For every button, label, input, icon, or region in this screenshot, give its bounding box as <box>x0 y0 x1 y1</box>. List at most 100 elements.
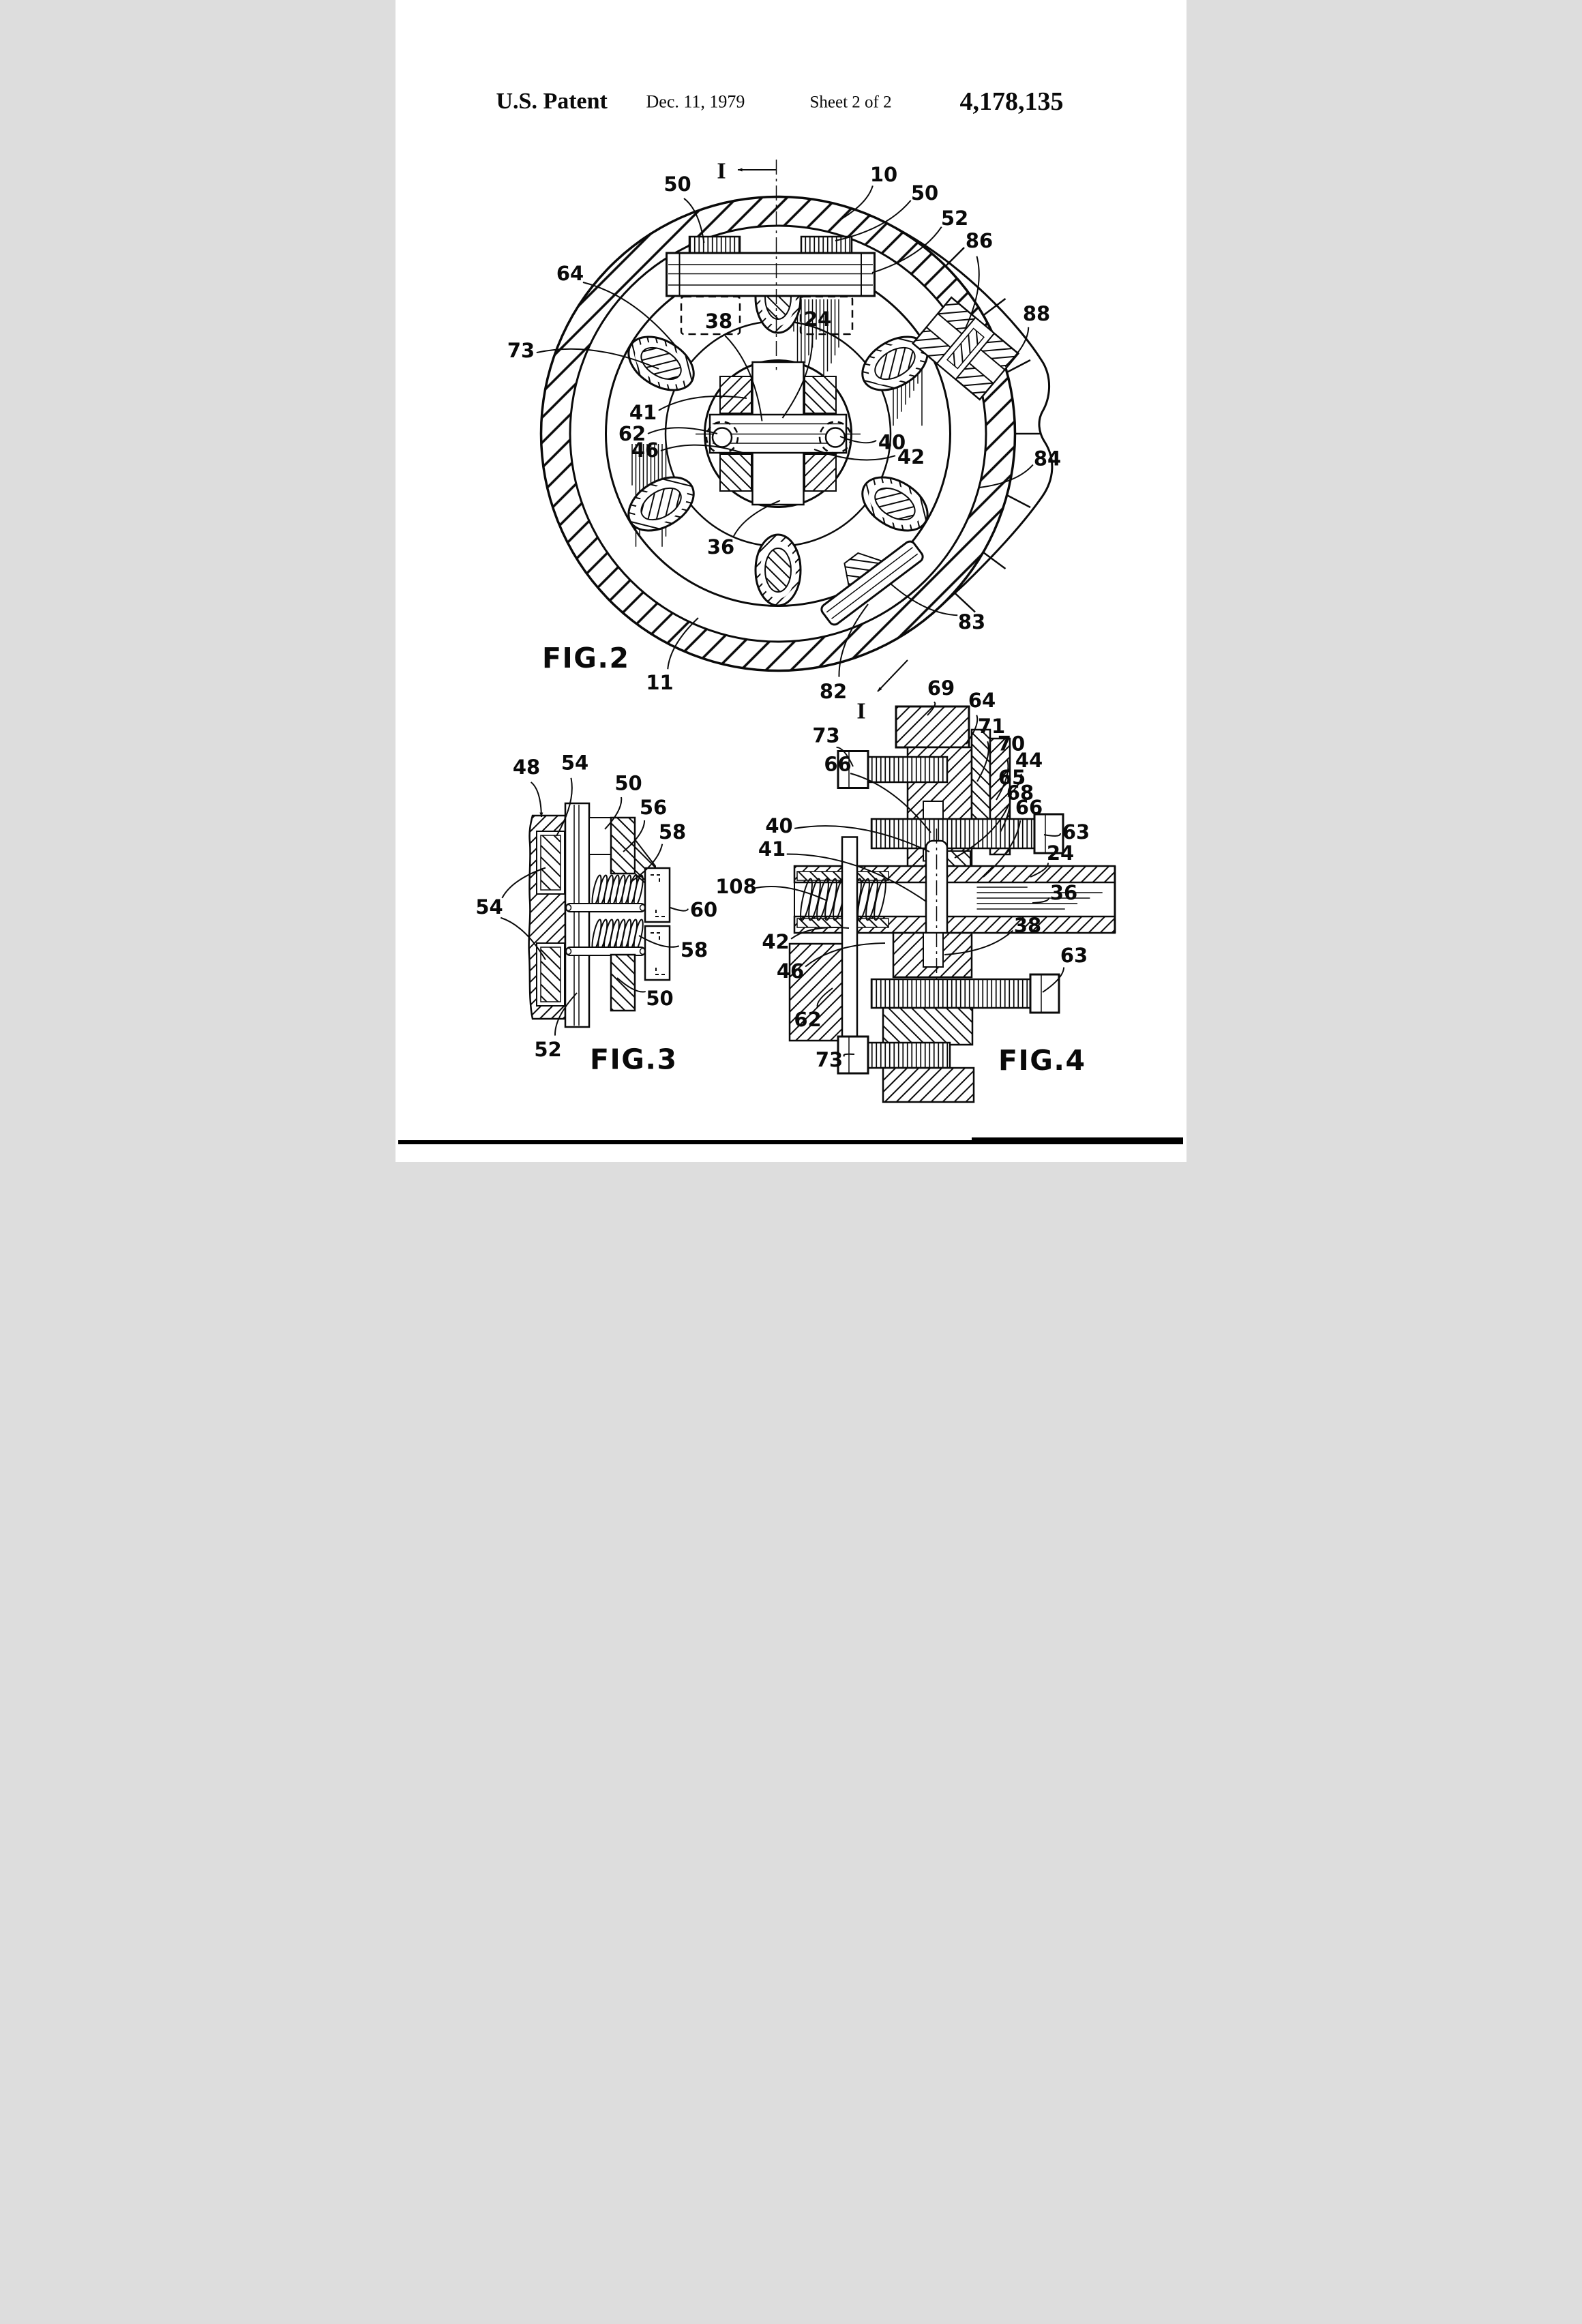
ref-numeral: 41 <box>629 401 657 424</box>
bolt-50-right <box>800 235 853 256</box>
ref-numeral: 46 <box>631 438 659 462</box>
fig4-caption: FIG.4 <box>998 1044 1086 1077</box>
bolt-73-bottom-shank <box>867 1041 951 1069</box>
shaft-speed-lines <box>976 887 1103 910</box>
leader-line <box>1007 773 1022 797</box>
sheet-number: Sheet 2 of 2 <box>810 93 892 112</box>
patent-drawing-canvas: U.S. Patent Dec. 11, 1979 Sheet 2 of 2 4… <box>395 0 1186 1162</box>
section-label: I <box>856 699 865 724</box>
ref-numeral: 58 <box>681 938 708 962</box>
ref-numeral: 66 <box>1015 796 1043 819</box>
leader-line <box>751 885 826 901</box>
leader-line <box>890 583 958 616</box>
pad-54-lower-core <box>540 947 561 1002</box>
ref-numeral: 63 <box>1060 944 1088 967</box>
leader-line <box>843 1053 855 1057</box>
patent-sheet-page: U.S. Patent Dec. 11, 1979 Sheet 2 of 2 4… <box>395 0 1186 1162</box>
hidden-pad-outline <box>799 295 854 336</box>
cross-pin-upper <box>565 903 646 912</box>
ref-numeral: 64 <box>556 262 584 285</box>
leader-line <box>732 500 781 538</box>
ref-numeral: 83 <box>958 610 985 634</box>
ref-numeral: 70 <box>998 732 1025 756</box>
ref-numeral: 73 <box>816 1048 843 1071</box>
ref-numeral: 65 <box>998 766 1026 789</box>
leader-line <box>871 226 942 273</box>
leader-line <box>786 853 927 903</box>
ref-numeral: 88 <box>1023 302 1050 325</box>
scan-edge-bar <box>398 1140 1183 1144</box>
leader-line <box>1032 897 1050 904</box>
leader-line <box>816 987 833 1008</box>
plate-42-46 <box>841 836 859 1039</box>
ref-numeral: 36 <box>1050 881 1077 904</box>
ref-numeral: 52 <box>941 207 968 230</box>
ref-numeral: 71 <box>978 715 1005 738</box>
section-label: I <box>717 159 726 184</box>
ref-numeral: 66 <box>824 753 851 776</box>
fig3-caption: FIG.3 <box>590 1043 678 1076</box>
leader-line <box>629 844 663 883</box>
ref-numeral: 50 <box>663 173 691 196</box>
leader-line <box>500 917 546 961</box>
leader-line <box>790 927 850 940</box>
ref-numeral: 40 <box>765 814 792 837</box>
ref-numeral: 73 <box>507 339 535 362</box>
leader-line <box>501 867 546 899</box>
leader-line <box>604 796 623 830</box>
bottom-flange <box>882 1007 974 1046</box>
leader-line <box>805 942 886 968</box>
ref-numeral: 62 <box>618 422 646 445</box>
ref-numeral: 56 <box>640 796 667 819</box>
bolt-73-top-shank <box>867 756 949 784</box>
leader-line <box>966 715 979 745</box>
leader-line <box>554 992 578 1036</box>
ref-numeral: 63 <box>1062 820 1090 844</box>
leader-line <box>556 777 573 837</box>
ref-numeral: 24 <box>804 308 831 331</box>
ref-numeral: 40 <box>878 431 906 454</box>
ref-numeral: 42 <box>762 930 789 953</box>
bolt-63-bottom-head <box>1029 973 1060 1014</box>
patent-date: Dec. 11, 1979 <box>646 92 745 112</box>
slider-60-upper <box>644 867 671 923</box>
spring-58-upper <box>591 874 644 907</box>
ref-numeral: 54 <box>475 895 503 919</box>
leader-line <box>616 977 646 993</box>
leader-line <box>837 185 874 222</box>
ref-numeral: 42 <box>897 445 925 468</box>
leader-line <box>530 781 543 818</box>
bolt-63-bottom-shank <box>870 978 1032 1009</box>
leader-line <box>647 427 718 434</box>
ref-numeral: 48 <box>513 756 540 779</box>
bolt-73-bottom-head <box>837 1035 869 1075</box>
ref-numeral: 50 <box>911 181 938 205</box>
ref-numeral: 108 <box>715 875 757 898</box>
leader-line <box>660 444 748 455</box>
housing-lobe-hatch <box>944 247 1041 613</box>
ref-numeral: 50 <box>614 772 642 795</box>
ref-numeral: 44 <box>1015 749 1043 772</box>
patent-title: U.S. Patent <box>496 89 608 114</box>
adjuster-block-86-88 <box>911 296 1020 401</box>
lug-opening <box>627 476 695 532</box>
bottom-cap <box>882 1067 975 1103</box>
ref-numeral: 24 <box>1047 841 1074 865</box>
leader-line <box>1043 833 1062 837</box>
fig2-caption: FIG.2 <box>542 642 630 674</box>
leader-line <box>983 820 1021 878</box>
leader-line <box>954 803 1010 859</box>
leader-line <box>667 617 699 670</box>
pin-hole-dashed <box>705 421 739 454</box>
leader-line <box>670 907 689 912</box>
leader-line <box>683 198 705 243</box>
leader-line <box>781 333 814 419</box>
lug-opening <box>754 533 802 607</box>
ref-numeral: 69 <box>927 676 955 700</box>
leader-line <box>1000 792 1011 833</box>
spring-58-lower <box>591 919 644 951</box>
pin-hole-dashed <box>818 421 852 454</box>
ref-numeral: 38 <box>705 310 732 333</box>
